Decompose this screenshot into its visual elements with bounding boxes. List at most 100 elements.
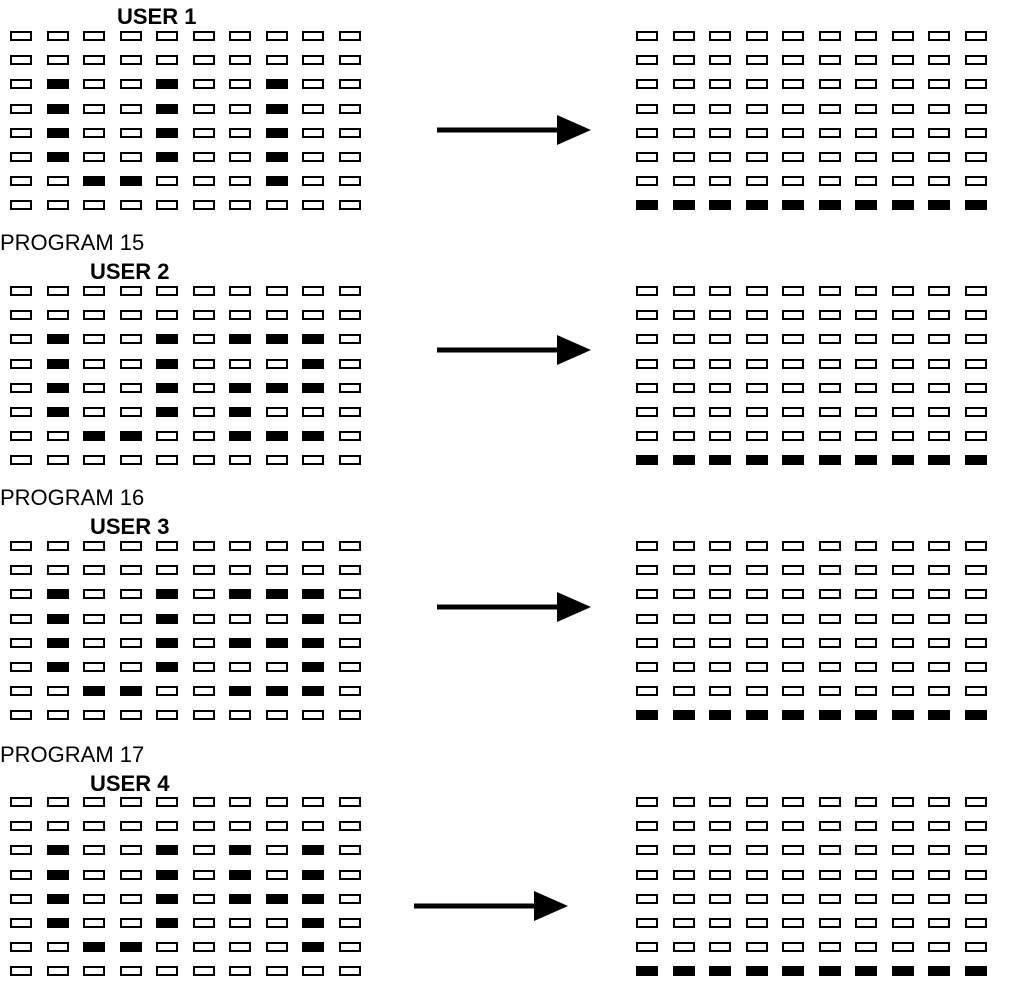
- segment-off: [819, 565, 841, 575]
- segment-on: [302, 638, 324, 648]
- segment-off: [965, 359, 987, 369]
- segment-off: [928, 383, 950, 393]
- segment-off: [673, 565, 695, 575]
- segment-off: [83, 662, 105, 672]
- segment-off: [928, 431, 950, 441]
- segment-on: [83, 942, 105, 952]
- segment-off: [339, 286, 361, 296]
- segment-off: [709, 894, 731, 904]
- segment-off: [10, 286, 32, 296]
- segment-off: [855, 565, 877, 575]
- segment-off: [266, 966, 288, 976]
- segment-on: [782, 455, 804, 465]
- segment-off: [782, 942, 804, 952]
- segment-on: [156, 662, 178, 672]
- segment-off: [855, 152, 877, 162]
- segment-off: [193, 589, 215, 599]
- segment-on: [47, 589, 69, 599]
- segment-off: [965, 614, 987, 624]
- segment-off: [819, 104, 841, 114]
- segment-off: [855, 31, 877, 41]
- segment-off: [819, 55, 841, 65]
- segment-off: [10, 407, 32, 417]
- segment-on: [229, 589, 251, 599]
- segment-on: [266, 152, 288, 162]
- segment-on: [266, 431, 288, 441]
- segment-off: [339, 565, 361, 575]
- segment-off: [193, 686, 215, 696]
- segment-off: [302, 176, 324, 186]
- segment-off: [193, 152, 215, 162]
- segment-off: [120, 894, 142, 904]
- segment-on: [266, 383, 288, 393]
- segment-off: [302, 79, 324, 89]
- segment-off: [673, 662, 695, 672]
- segment-off: [229, 55, 251, 65]
- segment-off: [782, 79, 804, 89]
- segment-on: [302, 845, 324, 855]
- segment-off: [709, 541, 731, 551]
- segment-on: [965, 966, 987, 976]
- segment-off: [819, 359, 841, 369]
- segment-off: [10, 966, 32, 976]
- segment-off: [193, 894, 215, 904]
- segment-on: [819, 200, 841, 210]
- segment-on: [673, 200, 695, 210]
- segment-off: [193, 455, 215, 465]
- segment-on: [229, 870, 251, 880]
- segment-off: [928, 797, 950, 807]
- segment-off: [10, 541, 32, 551]
- segment-off: [339, 942, 361, 952]
- segment-on: [229, 845, 251, 855]
- segment-off: [10, 104, 32, 114]
- segment-off: [709, 152, 731, 162]
- segment-off: [709, 104, 731, 114]
- segment-off: [266, 662, 288, 672]
- segment-on: [302, 894, 324, 904]
- segment-off: [339, 662, 361, 672]
- segment-off: [193, 431, 215, 441]
- segment-on: [673, 710, 695, 720]
- segment-off: [673, 176, 695, 186]
- segment-off: [339, 55, 361, 65]
- segment-on: [266, 334, 288, 344]
- segment-off: [709, 31, 731, 41]
- segment-off: [965, 104, 987, 114]
- segment-off: [193, 79, 215, 89]
- arrow-right-icon: [437, 335, 591, 365]
- segment-off: [120, 638, 142, 648]
- segment-off: [782, 565, 804, 575]
- segment-on: [928, 966, 950, 976]
- segment-off: [47, 710, 69, 720]
- segment-on: [302, 589, 324, 599]
- segment-on: [156, 894, 178, 904]
- segment-off: [855, 407, 877, 417]
- segment-off: [636, 334, 658, 344]
- segment-off: [965, 128, 987, 138]
- segment-off: [928, 894, 950, 904]
- segment-off: [965, 334, 987, 344]
- segment-off: [819, 942, 841, 952]
- segment-off: [673, 359, 695, 369]
- segment-off: [229, 128, 251, 138]
- segment-off: [782, 870, 804, 880]
- segment-on: [892, 200, 914, 210]
- segment-off: [709, 821, 731, 831]
- segment-off: [673, 310, 695, 320]
- segment-off: [746, 870, 768, 880]
- segment-off: [673, 383, 695, 393]
- segment-off: [193, 383, 215, 393]
- segment-off: [47, 821, 69, 831]
- segment-off: [120, 200, 142, 210]
- segment-off: [10, 176, 32, 186]
- segment-off: [855, 845, 877, 855]
- segment-off: [339, 845, 361, 855]
- segment-off: [229, 359, 251, 369]
- segment-off: [855, 797, 877, 807]
- segment-off: [928, 845, 950, 855]
- segment-on: [156, 918, 178, 928]
- segment-off: [10, 870, 32, 880]
- after-grid: [636, 541, 987, 720]
- segment-on: [47, 152, 69, 162]
- segment-off: [302, 128, 324, 138]
